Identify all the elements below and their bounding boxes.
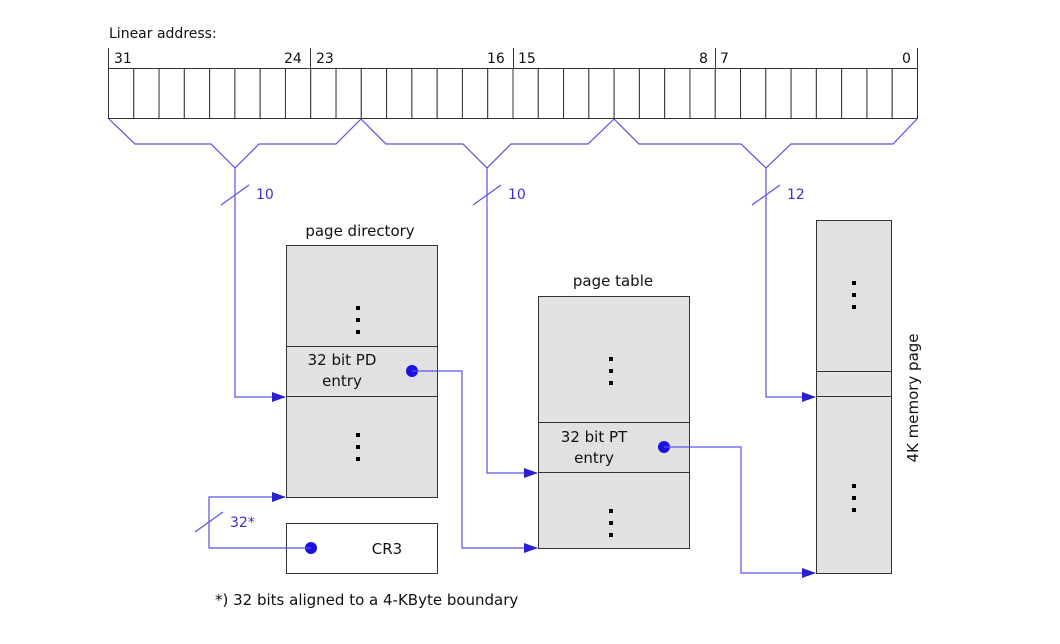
bit-cell xyxy=(537,68,565,119)
directory-width-label: 10 xyxy=(256,187,274,203)
pd-entry-line1: 32 bit PD xyxy=(308,351,377,369)
bit-cell xyxy=(108,68,135,119)
directory-field-brace xyxy=(108,118,362,169)
pd-entry: 32 bit PD entry xyxy=(308,351,418,390)
cr3-register: CR3 xyxy=(286,523,438,574)
bit-label-7: 7 xyxy=(720,51,729,67)
memory-page-title: 4K memory page xyxy=(904,333,922,462)
ellipsis-icon xyxy=(609,357,613,385)
cr3-width-label: 32* xyxy=(230,515,255,531)
ellipsis-icon xyxy=(356,433,360,461)
pt-entry-line1: 32 bit PT xyxy=(561,428,628,446)
bit-cell xyxy=(487,68,514,119)
pt-entry-line2: entry xyxy=(574,449,614,467)
pd-to-page-table-wire xyxy=(412,370,538,553)
pt-entry: 32 bit PT entry xyxy=(561,428,670,467)
bit-cell xyxy=(563,68,590,119)
bit-labels: 31 24 23 16 15 8 7 0 xyxy=(114,51,911,67)
ellipsis-icon xyxy=(356,306,360,334)
offset-field-brace xyxy=(613,118,918,169)
bit-cell xyxy=(461,68,489,119)
bit-cell xyxy=(815,68,843,119)
bit-cell xyxy=(310,68,337,119)
bit-cell xyxy=(209,68,236,119)
bit-label-8: 8 xyxy=(699,51,708,67)
bit-cell xyxy=(436,68,463,119)
table-index-wire: 10 xyxy=(472,168,538,478)
bit-cell xyxy=(714,68,742,119)
page-table-title: page table xyxy=(573,272,653,290)
ellipsis-icon xyxy=(852,484,856,512)
bit-label-24: 24 xyxy=(284,51,302,67)
table-field-brace xyxy=(360,118,615,169)
bit-cell xyxy=(284,68,312,119)
bit-label-16: 16 xyxy=(487,51,505,67)
bit-cell xyxy=(360,68,388,119)
bit-cell xyxy=(234,68,261,119)
bit-label-31: 31 xyxy=(114,51,132,67)
bit-cell xyxy=(740,68,767,119)
footnote: *) 32 bits aligned to a 4-KByte boundary xyxy=(215,591,518,609)
cr3-label: CR3 xyxy=(372,540,402,558)
bit-cell xyxy=(638,68,666,119)
bit-cell xyxy=(841,68,868,119)
offset-wire: 12 xyxy=(751,168,816,402)
table-width-label: 10 xyxy=(508,187,526,203)
ellipsis-icon xyxy=(852,281,856,309)
directory-index-wire: 10 xyxy=(220,168,286,402)
page-directory xyxy=(286,245,438,498)
linear-address-title: Linear address: xyxy=(109,26,217,42)
bit-cell xyxy=(866,68,893,119)
bit-label-15: 15 xyxy=(518,51,536,67)
bit-cell xyxy=(259,68,286,119)
memory-page xyxy=(816,220,892,574)
bit-cell xyxy=(411,68,438,119)
bit-cell xyxy=(158,68,185,119)
bit-cell xyxy=(386,68,413,119)
page-directory-title: page directory xyxy=(305,222,414,240)
pt-to-memory-page-wire xyxy=(664,446,816,578)
bit-cell xyxy=(891,68,918,119)
pd-entry-line2: entry xyxy=(322,372,362,390)
bit-cell xyxy=(765,68,792,119)
byte-boundary-ticks xyxy=(108,48,918,68)
offset-width-label: 12 xyxy=(787,187,805,203)
bit-cell xyxy=(664,68,691,119)
bit-cell xyxy=(613,68,640,119)
bit-label-0: 0 xyxy=(902,51,911,67)
bit-cell xyxy=(790,68,817,119)
bit-cell xyxy=(588,68,615,119)
linear-address-register xyxy=(108,68,918,119)
bit-label-23: 23 xyxy=(316,51,334,67)
cr3-to-directory-wire: 32* xyxy=(194,492,311,549)
ellipsis-icon xyxy=(609,509,613,537)
bit-cell xyxy=(335,68,362,119)
bit-cell xyxy=(689,68,716,119)
bit-cell xyxy=(512,68,539,119)
page-table xyxy=(538,296,690,549)
bit-cell xyxy=(183,68,211,119)
bit-cell xyxy=(133,68,160,119)
